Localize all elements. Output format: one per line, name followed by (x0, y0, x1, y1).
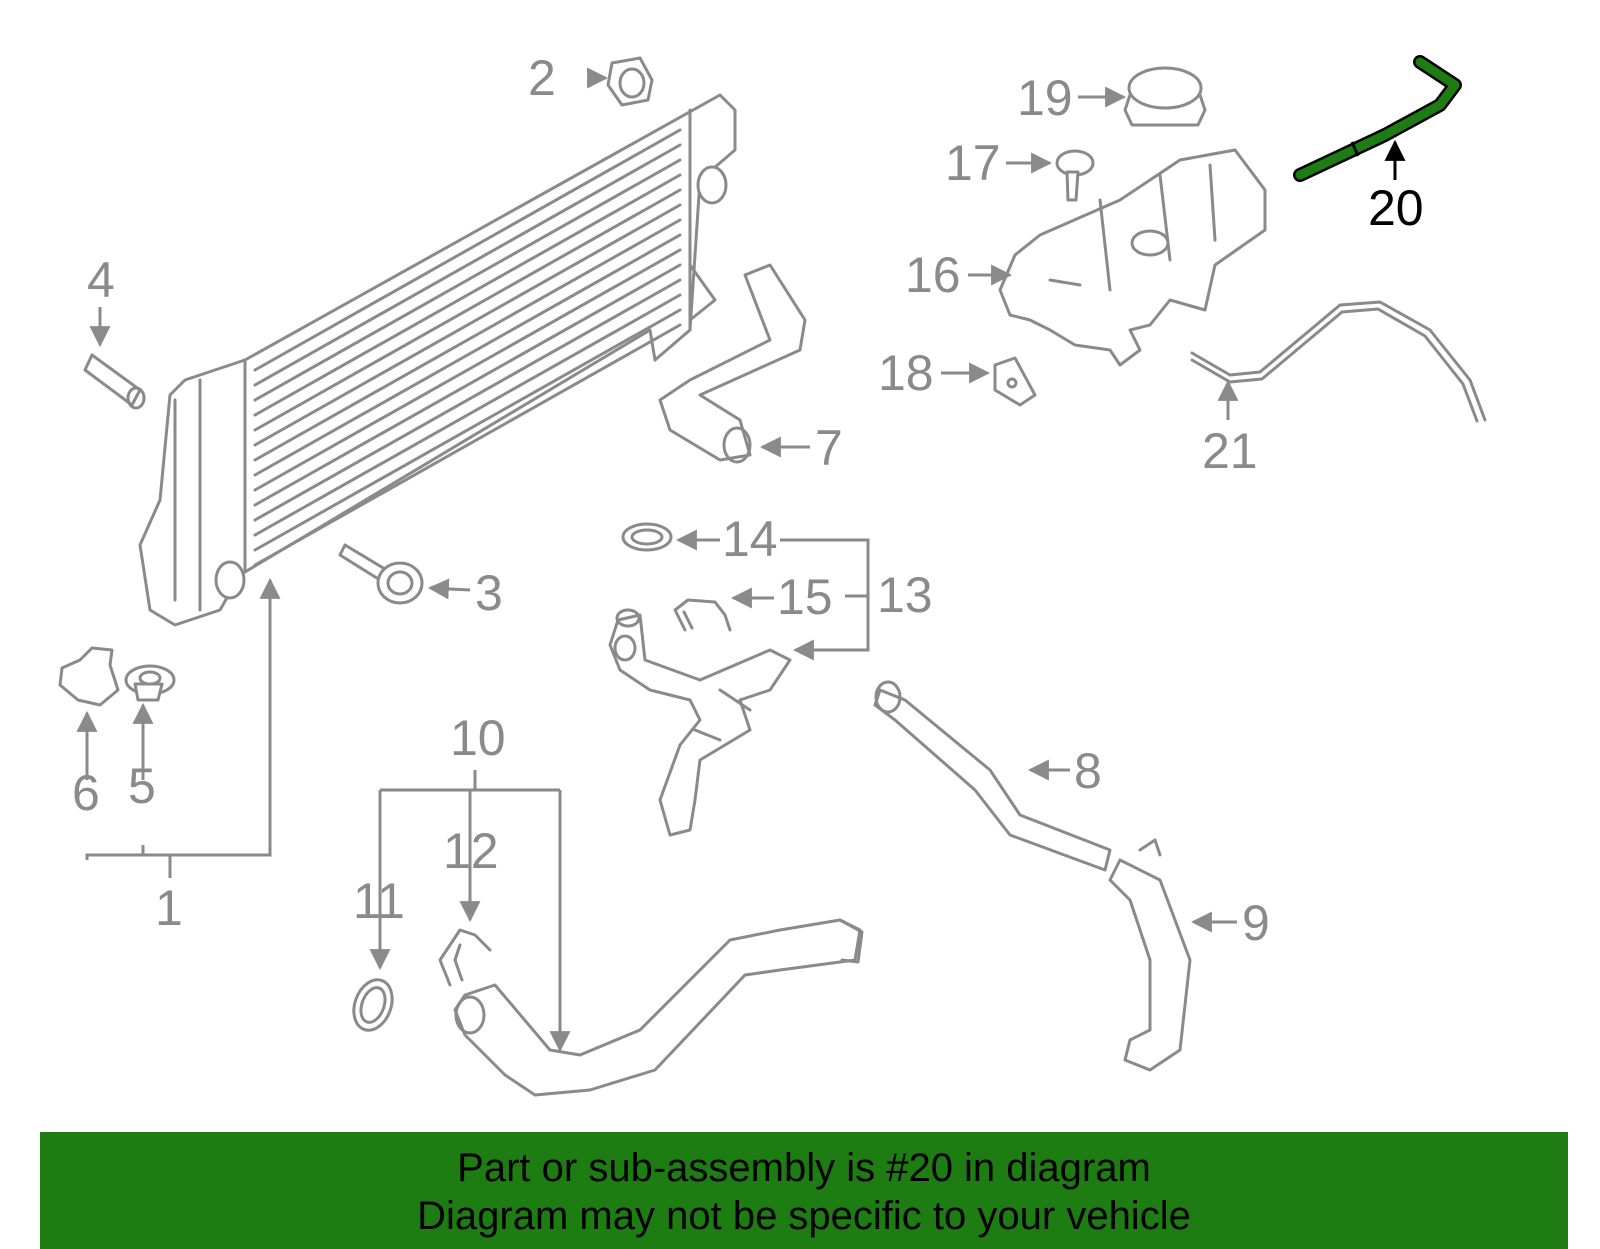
callout-7: 7 (815, 420, 843, 476)
info-banner: Part or sub-assembly is #20 in diagram D… (40, 1132, 1568, 1249)
callout-21: 21 (1202, 423, 1258, 479)
part-5-grommet (124, 664, 176, 702)
callout-17: 17 (945, 135, 1001, 191)
part-18-bracket (993, 356, 1037, 407)
callout-10: 10 (450, 710, 506, 766)
part-16-reservoir (998, 148, 1267, 367)
part-21-tube (1190, 300, 1487, 423)
callout-6: 6 (72, 765, 100, 821)
part-3-bolt (338, 543, 424, 605)
leader-lines (76, 67, 1406, 1053)
part-13-hose-assembly (608, 608, 792, 837)
part-20-hose-highlighted (1293, 55, 1462, 182)
callout-4: 4 (87, 252, 115, 308)
part-2-bushing (606, 56, 654, 107)
part-15-clip (673, 598, 732, 632)
callout-20: 20 (1368, 180, 1424, 236)
callout-5: 5 (128, 758, 156, 814)
callout-16: 16 (905, 247, 961, 303)
part-11-o-ring (352, 978, 394, 1032)
part-7-upper-hose (658, 263, 807, 464)
callout-11: 11 (353, 873, 405, 929)
part-6-drain-plug (58, 646, 120, 707)
part-12-clip (438, 928, 492, 987)
part-14-o-ring (621, 522, 673, 552)
part-19-cap (1123, 66, 1207, 127)
callout-19: 19 (1017, 70, 1073, 126)
banner-line-2: Diagram may not be specific to your vehi… (417, 1194, 1191, 1238)
callout-18: 18 (878, 345, 934, 401)
banner-line-1: Part or sub-assembly is #20 in diagram (457, 1146, 1151, 1190)
callout-2: 2 (528, 50, 556, 106)
parts-diagram: 1 2 3 4 5 6 7 8 9 10 11 12 13 14 15 16 1… (58, 50, 1487, 1097)
callout-13: 13 (877, 567, 933, 623)
callout-9: 9 (1242, 895, 1270, 951)
callout-14: 14 (722, 511, 778, 567)
callout-12: 12 (443, 823, 499, 879)
callout-15: 15 (777, 569, 833, 625)
callout-8: 8 (1074, 743, 1102, 799)
part-10-lower-hose (453, 918, 864, 1097)
part-9-hose (1108, 838, 1192, 1072)
callout-3: 3 (475, 565, 503, 621)
part-8-tube (873, 680, 1112, 872)
part-4-insulator (83, 353, 146, 410)
part-17-bolt (1055, 149, 1095, 202)
radiator (138, 93, 737, 627)
callout-1: 1 (155, 880, 183, 936)
